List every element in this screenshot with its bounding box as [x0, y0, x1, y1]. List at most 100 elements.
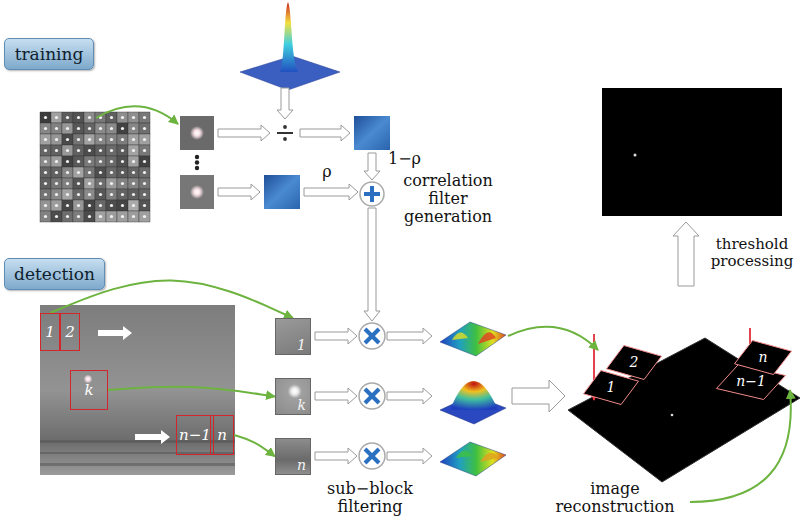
mosaic-cell — [117, 211, 128, 222]
block-number: n — [758, 350, 767, 365]
mosaic-cell — [73, 156, 84, 167]
sample-arrow — [96, 106, 178, 124]
ellipsis-dot — [195, 155, 199, 159]
mosaic-cell — [62, 211, 73, 222]
target-dot — [143, 204, 146, 207]
sub-block-frame: 1 — [40, 313, 60, 351]
ellipsis-dot — [195, 160, 199, 164]
target-dot — [88, 204, 91, 207]
mosaic-cell — [139, 112, 150, 123]
mosaic-cell — [139, 178, 150, 189]
mosaic-cell — [139, 189, 150, 200]
training-patch — [180, 116, 214, 150]
mosaic-cell — [95, 178, 106, 189]
mosaic-cell — [106, 211, 117, 222]
target-dot — [110, 171, 113, 174]
mosaic-cell — [40, 145, 51, 156]
target-dot — [99, 193, 102, 196]
block-number: n−1 — [179, 427, 211, 444]
mosaic-cell — [40, 178, 51, 189]
mosaic-cell — [106, 189, 117, 200]
target-dot — [77, 171, 80, 174]
ellipsis-dot — [195, 166, 199, 170]
target-dot — [99, 127, 102, 130]
target-dot — [55, 127, 58, 130]
target-dot — [110, 138, 113, 141]
target-dot — [77, 138, 80, 141]
flow-arrow — [364, 208, 380, 321]
section-title: training — [15, 45, 84, 64]
divide-symbol — [277, 132, 293, 134]
sub-block-patch: n — [275, 438, 311, 475]
target-dot — [132, 182, 135, 185]
target-dot — [99, 182, 102, 185]
target-dot — [44, 127, 47, 130]
mosaic-cell — [106, 178, 117, 189]
target-dot — [190, 126, 204, 140]
target-dot — [77, 204, 80, 207]
tile-outline — [584, 371, 639, 405]
target-dot — [66, 116, 69, 119]
block-number: 1 — [607, 380, 616, 395]
mosaic-cell — [117, 123, 128, 134]
target-dot — [99, 204, 102, 207]
placement-arrow — [690, 390, 791, 502]
mosaic-cell — [95, 167, 106, 178]
mosaic-cell — [62, 123, 73, 134]
mosaic-cell — [128, 200, 139, 211]
mosaic-cell — [128, 167, 139, 178]
block-number: n — [297, 458, 306, 473]
flow-arrow — [315, 328, 357, 344]
gaussian-peak — [280, 2, 298, 72]
block-number: 1 — [297, 338, 306, 353]
target-dot — [77, 215, 80, 218]
mosaic-cell — [84, 123, 95, 134]
target-dot — [99, 215, 102, 218]
flow-arrow — [277, 88, 293, 119]
mosaic-cell — [139, 123, 150, 134]
mosaic-cell — [73, 211, 84, 222]
mosaic-cell — [51, 123, 62, 134]
response-surface — [440, 442, 506, 476]
mosaic-cell — [139, 211, 150, 222]
sub-block-frame: k — [70, 370, 108, 410]
mosaic-cell — [62, 178, 73, 189]
filter-spectrum — [264, 175, 300, 209]
target-dot — [121, 171, 124, 174]
target-dot — [132, 193, 135, 196]
mosaic-cell — [95, 123, 106, 134]
target-dot — [44, 138, 47, 141]
mosaic-cell — [128, 123, 139, 134]
mosaic-cell — [40, 156, 51, 167]
target-dot — [66, 160, 69, 163]
step-label: correlation filter generation — [392, 172, 504, 226]
target-dot — [77, 149, 80, 152]
target-dot — [55, 160, 58, 163]
mosaic-cell — [95, 134, 106, 145]
flow-arrow — [315, 388, 357, 404]
mosaic-cell — [62, 156, 73, 167]
target-dot — [190, 185, 204, 199]
mosaic-cell — [84, 167, 95, 178]
mosaic-cell — [51, 156, 62, 167]
mosaic-cell — [106, 123, 117, 134]
target-dot — [44, 160, 47, 163]
mosaic-cell — [62, 134, 73, 145]
mosaic-cell — [128, 112, 139, 123]
target-dot — [77, 193, 80, 196]
target-dot — [121, 215, 124, 218]
mosaic-cell — [62, 145, 73, 156]
mosaic-cell — [73, 178, 84, 189]
mosaic-cell — [84, 211, 95, 222]
target-dot — [143, 160, 146, 163]
block-extraction-arrow — [234, 435, 275, 457]
mosaic-cell — [106, 134, 117, 145]
flow-arrow — [387, 388, 432, 404]
mosaic-cell — [117, 145, 128, 156]
mosaic-cell — [73, 189, 84, 200]
target-dot — [66, 193, 69, 196]
step-label: sub−block filtering — [318, 480, 422, 516]
mosaic-cell — [84, 200, 95, 211]
target-dot — [88, 127, 91, 130]
mosaic-cell — [106, 145, 117, 156]
